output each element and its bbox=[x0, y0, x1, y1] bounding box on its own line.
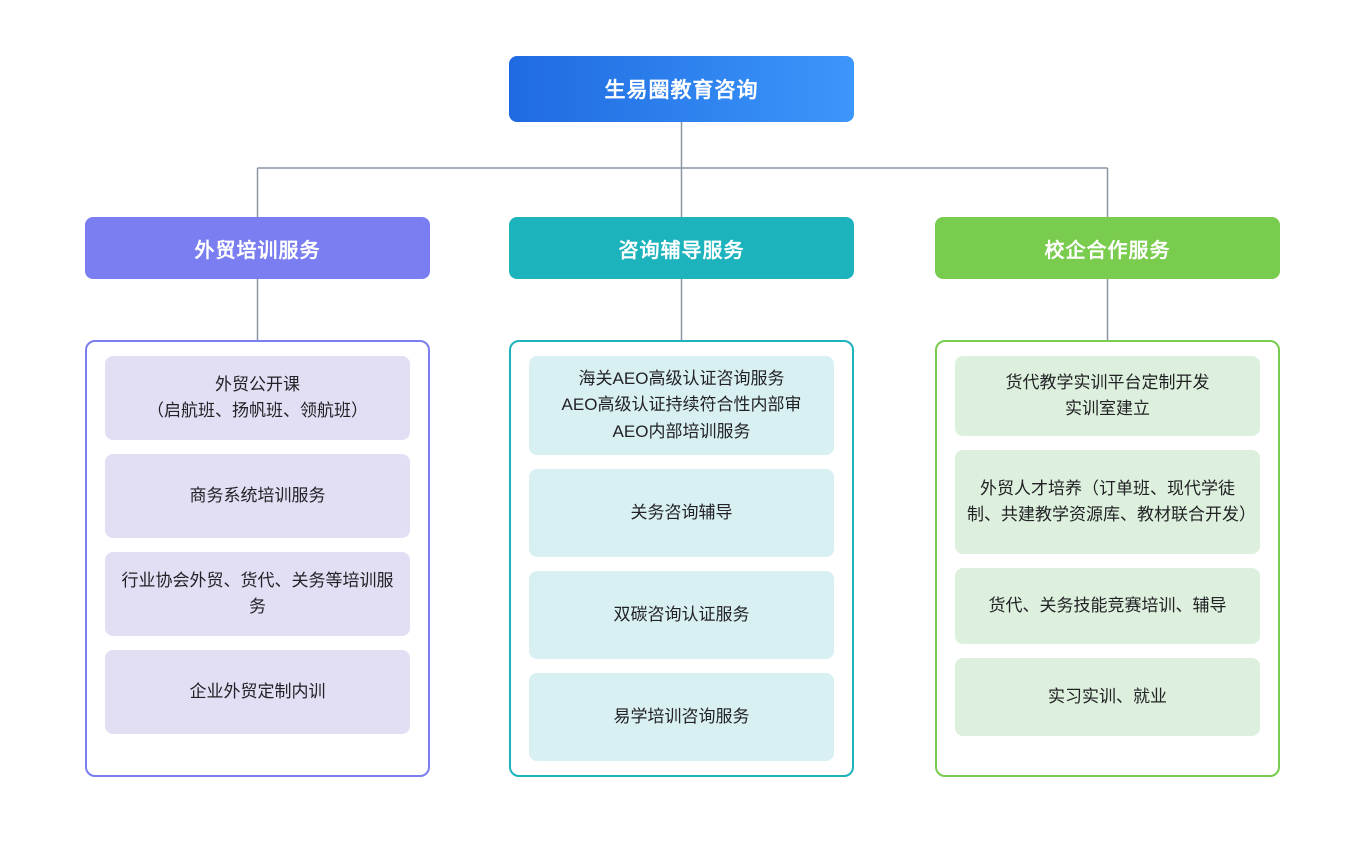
leaf-card[interactable]: 双碳咨询认证服务 bbox=[529, 571, 834, 660]
leaf-card[interactable]: 货代、关务技能竞赛培训、辅导 bbox=[955, 568, 1260, 644]
leaf-card[interactable]: 实习实训、就业 bbox=[955, 658, 1260, 736]
branch-header-school-enterprise-cooperation[interactable]: 校企合作服务 bbox=[935, 217, 1280, 279]
leaf-card[interactable]: 外贸人才培养（订单班、现代学徒制、共建教学资源库、教材联合开发） bbox=[955, 450, 1260, 554]
branch-consulting-tutoring: 咨询辅导服务 海关AEO高级认证咨询服务 AEO高级认证持续符合性内部审 AEO… bbox=[509, 217, 854, 777]
leaf-card[interactable]: 关务咨询辅导 bbox=[529, 469, 834, 558]
branch-header-consulting-tutoring[interactable]: 咨询辅导服务 bbox=[509, 217, 854, 279]
leaf-card[interactable]: 外贸公开课 （启航班、扬帆班、领航班） bbox=[105, 356, 410, 440]
branch-header-label: 咨询辅导服务 bbox=[618, 239, 745, 262]
group-box-consulting-tutoring: 海关AEO高级认证咨询服务 AEO高级认证持续符合性内部审 AEO内部培训服务 … bbox=[509, 340, 854, 777]
leaf-card[interactable]: 企业外贸定制内训 bbox=[105, 650, 410, 734]
leaf-card[interactable]: 易学培训咨询服务 bbox=[529, 673, 834, 761]
leaf-card[interactable]: 行业协会外贸、货代、关务等培训服务 bbox=[105, 552, 410, 636]
leaf-card[interactable]: 商务系统培训服务 bbox=[105, 454, 410, 538]
branch-header-foreign-trade-training[interactable]: 外贸培训服务 bbox=[85, 217, 430, 279]
group-box-foreign-trade-training: 外贸公开课 （启航班、扬帆班、领航班） 商务系统培训服务 行业协会外贸、货代、关… bbox=[85, 340, 430, 777]
root-node[interactable]: 生易圈教育咨询 bbox=[509, 56, 854, 122]
root-node-label: 生易圈教育咨询 bbox=[604, 79, 759, 102]
branch-header-label: 校企合作服务 bbox=[1044, 239, 1171, 262]
group-box-school-enterprise-cooperation: 货代教学实训平台定制开发 实训室建立 外贸人才培养（订单班、现代学徒制、共建教学… bbox=[935, 340, 1280, 777]
leaf-card[interactable]: 海关AEO高级认证咨询服务 AEO高级认证持续符合性内部审 AEO内部培训服务 bbox=[529, 356, 834, 456]
branch-school-enterprise-cooperation: 校企合作服务 货代教学实训平台定制开发 实训室建立 外贸人才培养（订单班、现代学… bbox=[935, 217, 1280, 777]
leaf-card[interactable]: 货代教学实训平台定制开发 实训室建立 bbox=[955, 356, 1260, 436]
branch-foreign-trade-training: 外贸培训服务 外贸公开课 （启航班、扬帆班、领航班） 商务系统培训服务 行业协会… bbox=[85, 217, 430, 777]
branch-header-label: 外贸培训服务 bbox=[194, 239, 321, 262]
